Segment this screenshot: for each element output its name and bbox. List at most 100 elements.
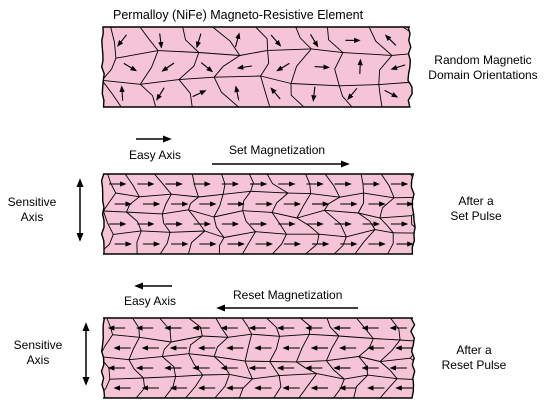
domain-wall [110,27,117,59]
domain-wall [290,83,340,87]
caption-line: Domain Orientations [428,68,538,82]
domain-arrow [234,85,240,101]
domain-wall [367,374,398,380]
domain-wall [242,210,256,233]
domain-wall [212,27,241,56]
domain-wall [272,234,287,254]
domain-wall [378,55,393,85]
domain-wall [178,76,215,81]
domain-wall [379,217,394,234]
label-line: Sensitive [13,338,63,352]
domain-wall [213,336,229,357]
domain-wall [325,335,340,361]
label-line: Axis [20,210,44,224]
domain-wall [139,336,172,343]
easy-axis-label-set: Easy Axis [129,148,182,162]
strip-outline [100,173,416,255]
domain-wall [358,356,381,362]
domain-wall [139,50,159,85]
domain-wall [170,230,205,233]
permalloy-strip [101,27,413,107]
domain-wall [250,190,289,194]
domain-wall [419,318,425,342]
domain-wall [326,318,340,337]
reset-magnetization-label: Reset Magnetization [233,288,343,302]
domain-arrows [117,32,406,102]
domain-wall [414,233,416,254]
domain-wall [159,232,171,254]
domain-wall [379,197,395,219]
element-after-set-pulse [100,173,416,255]
domain-wall [213,77,239,107]
domain-wall [161,213,171,233]
domain-wall [188,209,206,232]
caption-line: Reset Pulse [441,358,507,372]
label-line: Sensitive [7,195,57,209]
domain-arrow [314,64,331,70]
domain-wall [390,318,401,341]
domain-arrow [357,58,363,75]
domain-wall [140,79,179,85]
domain-wall [202,335,228,338]
domain-arrow [195,33,202,49]
domain-wall [188,353,204,376]
domain-wall [214,75,261,78]
domain-wall [271,192,289,213]
domain-arrow [347,87,358,101]
domain-wall [400,339,415,343]
domain-wall [342,52,392,56]
domain-wall [379,215,412,219]
caption-line: Set Pulse [450,209,502,223]
domain-walls [101,27,413,107]
domain-wall [182,27,200,53]
domain-wall [162,353,189,358]
domain-wall [198,52,240,56]
domain-wall [260,50,270,77]
domain-wall [271,211,297,219]
domain-wall [139,83,157,107]
domain-wall [154,174,172,195]
domain-wall [214,356,246,362]
domain-wall [161,341,172,357]
domain-wall [178,79,193,107]
domain-wall [324,209,359,214]
domain-wall [296,360,327,363]
domain-wall [296,193,312,219]
domain-wall [103,192,117,212]
domain-wall [171,193,199,198]
domain-wall [380,174,395,198]
label-line: Axis [26,353,50,367]
domain-wall [198,193,224,198]
domain-wall [244,334,253,362]
sensitive-axis-label-reset: Sensitive Axis [8,338,68,368]
domain-wall [309,333,339,337]
domain-wall [223,231,256,238]
domain-wall [269,336,281,362]
domain-wall [191,174,199,198]
domain-wall [102,210,114,235]
domain-wall [358,212,380,219]
domain-arrow [276,62,290,72]
domain-wall [227,333,252,338]
domain-wall [273,375,282,398]
permalloy-strip [101,174,416,254]
domain-wall [141,230,171,233]
domain-wall [213,210,243,218]
domain-wall [128,359,144,379]
domain-wall [316,373,345,380]
strip-outline [100,317,416,399]
domain-wall [260,75,271,107]
domain-wall [378,84,383,107]
domain-wall [266,318,281,337]
caption-random-domains: Random Magnetic Domain Orientations [420,53,546,83]
domain-arrow [119,85,125,101]
domain-wall [115,192,140,198]
domain-wall [101,379,111,398]
domain-wall [218,237,225,254]
domain-wall [112,334,140,338]
domain-arrow [390,64,406,71]
domain-wall [346,229,376,238]
domain-arrow [200,62,214,73]
domain-wall [338,85,353,107]
